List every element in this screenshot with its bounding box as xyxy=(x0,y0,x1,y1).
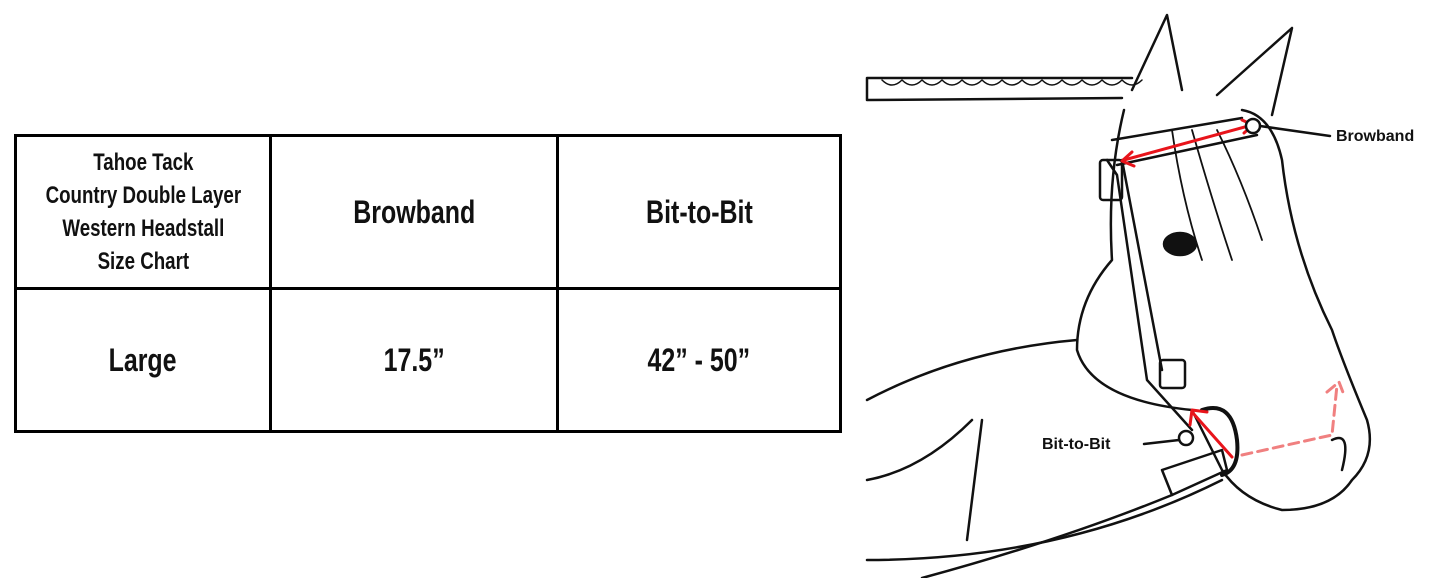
chart-title-cell: Tahoe Tack Country Double Layer Western … xyxy=(14,134,272,290)
header-browband-label: Browband xyxy=(352,193,476,230)
neck-outline xyxy=(865,338,1224,562)
browband-measure-arrow xyxy=(1122,123,1254,162)
chart-title-line: Country Double Layer xyxy=(45,182,241,209)
size-cell: Large xyxy=(14,287,272,433)
table-header-row: Tahoe Tack Country Double Layer Western … xyxy=(14,134,842,290)
header-bit-to-bit: Bit-to-Bit xyxy=(556,134,842,290)
fence-rail xyxy=(865,76,1134,102)
bit-to-bit-measure-arrow xyxy=(1190,410,1234,459)
chart-title-line: Size Chart xyxy=(97,248,189,275)
chart-title-line: Tahoe Tack xyxy=(92,149,194,176)
chart-title-line: Western Headstall xyxy=(62,215,224,242)
browband-label: Browband xyxy=(1336,128,1415,145)
head-outline xyxy=(1075,108,1372,512)
size-label: Large xyxy=(109,341,177,378)
bit-to-bit-value: 42” - 50” xyxy=(647,341,751,378)
buckle xyxy=(1098,158,1124,202)
browband-strap xyxy=(1110,116,1259,167)
bit-to-bit-value-cell: 42” - 50” xyxy=(556,287,842,433)
header-bit-to-bit-label: Bit-to-Bit xyxy=(645,193,753,230)
rein xyxy=(920,493,1174,580)
ear-left xyxy=(1130,13,1184,92)
eye xyxy=(1162,231,1198,257)
bit-to-bit-dashed-path xyxy=(1240,380,1346,457)
table-row: Large 17.5” 42” - 50” xyxy=(14,287,842,433)
bit-to-bit-leader-line xyxy=(1142,438,1181,446)
rein-buckle xyxy=(1160,448,1229,497)
browband-leader-line xyxy=(1258,124,1332,138)
bit-ring xyxy=(1200,406,1240,477)
size-chart-table: Tahoe Tack Country Double Layer Western … xyxy=(14,134,842,433)
browband-callout-dot xyxy=(1244,117,1262,135)
horse-head-illustration xyxy=(865,13,1372,580)
bit-to-bit-label: Bit-to-Bit xyxy=(1042,436,1111,453)
ear-right xyxy=(1215,26,1294,117)
horse-headstall-diagram: Browband Bit-to-Bit xyxy=(862,0,1445,580)
browband-value: 17.5” xyxy=(383,341,445,378)
nostril xyxy=(1330,436,1347,472)
bit-to-bit-callout-dot xyxy=(1177,429,1195,447)
cheek-strap xyxy=(1105,158,1194,432)
header-browband: Browband xyxy=(269,134,559,290)
keeper xyxy=(1158,358,1187,390)
browband-value-cell: 17.5” xyxy=(269,287,559,433)
